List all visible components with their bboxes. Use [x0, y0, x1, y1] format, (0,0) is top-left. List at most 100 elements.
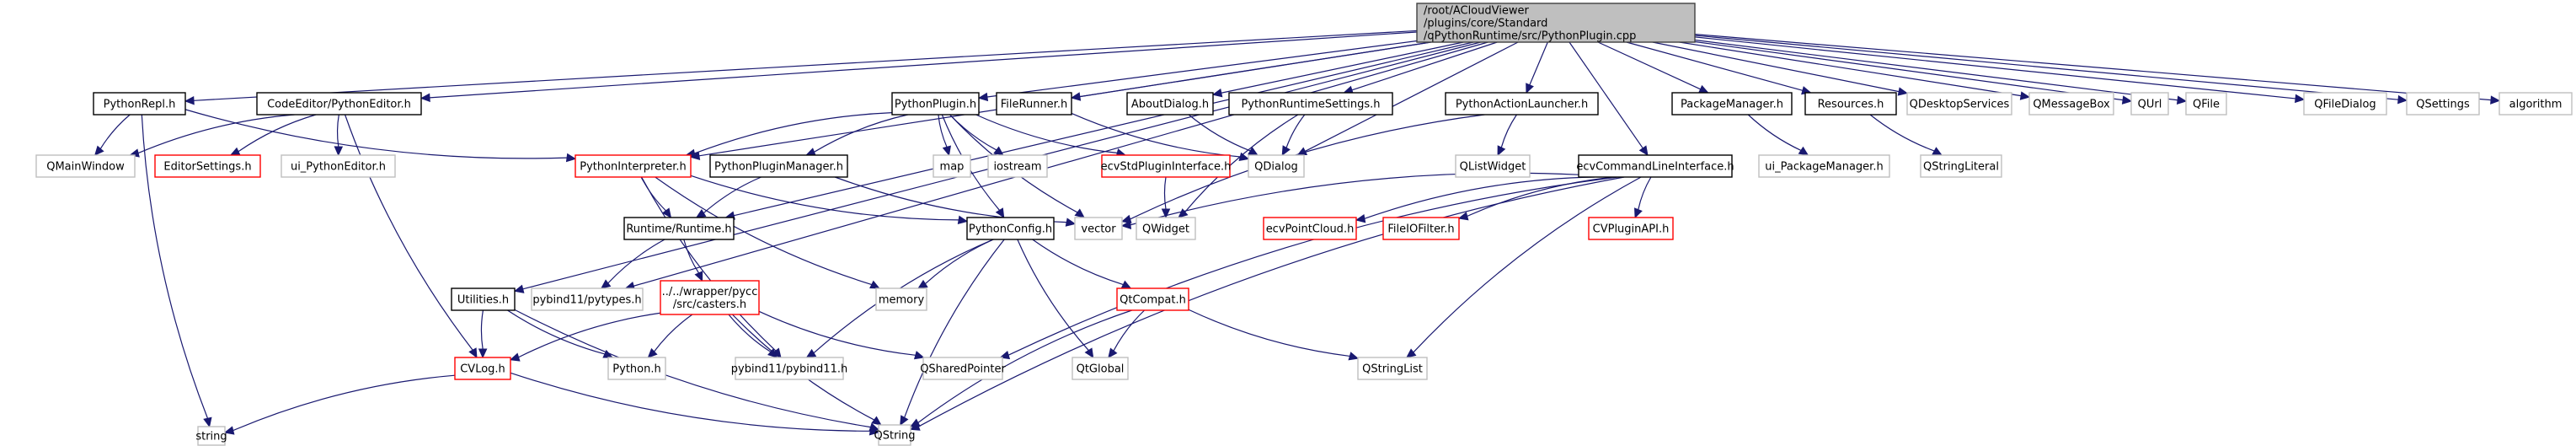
- arrowhead-icon: [2397, 94, 2408, 105]
- edge-casters-to-pybind11: [728, 314, 778, 358]
- edge-line: [1694, 39, 2178, 101]
- node-FileRunner[interactable]: FileRunner.h: [996, 92, 1072, 116]
- arrowhead-icon: [509, 352, 521, 362]
- edge-ecvCommandLineInterface-to-ecvPointCloud: [1355, 176, 1595, 223]
- edge-root-to-PythonRuntimeSettings: [1343, 41, 1498, 94]
- edge-line: [1163, 176, 1167, 210]
- edge-QtCompat-to-QtGlobal: [1108, 309, 1146, 358]
- node-box: [2028, 92, 2114, 116]
- node-AboutDialog[interactable]: AboutDialog.h: [1126, 92, 1214, 116]
- arrowhead-icon: [917, 279, 928, 289]
- node-PackageManager[interactable]: PackageManager.h: [1671, 92, 1793, 116]
- node-EditorSettings[interactable]: EditorSettings.h: [154, 154, 261, 178]
- arrowhead-icon: [1211, 88, 1223, 98]
- node-casters[interactable]: ../../wrapper/pycc/src/casters.h: [660, 280, 760, 315]
- arrowhead-icon: [1526, 83, 1534, 94]
- node-label: QSharedPointer: [920, 363, 1006, 376]
- edge-line: [1351, 41, 1498, 91]
- edge-line: [1747, 114, 1802, 151]
- arrowhead-icon: [869, 280, 880, 289]
- edge-line: [918, 176, 1625, 427]
- node-box: [735, 357, 844, 380]
- edge-line: [904, 239, 1005, 418]
- node-PythonInterpreter[interactable]: PythonInterpreter.h: [575, 154, 692, 178]
- arrowhead-icon: [868, 427, 880, 436]
- arrowhead-icon: [900, 415, 909, 427]
- node-Utilities[interactable]: Utilities.h: [451, 287, 516, 311]
- edge-line: [99, 114, 131, 149]
- edge-line: [232, 374, 456, 432]
- edge-root-to-QDesktopServices: [1652, 41, 1909, 96]
- arrowhead-icon: [334, 146, 344, 157]
- edge-PythonActionLauncher-to-vector: [1120, 114, 1485, 223]
- node-PythonActionLauncher[interactable]: PythonActionLauncher.h: [1445, 92, 1599, 116]
- node-PythonConfig[interactable]: PythonConfig.h: [966, 217, 1055, 240]
- arrowhead-icon: [223, 426, 235, 435]
- node-root[interactable]: /root/ACloudViewer/plugins/core/Standard…: [1416, 3, 1696, 43]
- arrowhead-icon: [2490, 95, 2501, 105]
- node-label: /qPythonRuntime/src/PythonPlugin.cpp: [1424, 30, 1636, 43]
- edge-line: [1652, 41, 1900, 93]
- edge-root-to-ecvCommandLineInterface: [1569, 41, 1649, 157]
- node-label: /src/casters.h: [673, 298, 746, 311]
- node-QString: QString: [874, 424, 916, 446]
- node-PythonEditor[interactable]: CodeEditor/PythonEditor.h: [256, 92, 422, 116]
- arrowhead-icon: [2121, 95, 2133, 105]
- edge-PythonPluginManager-to-RuntimeH: [695, 176, 762, 218]
- node-box: [1126, 92, 1214, 116]
- node-CVPluginAPI[interactable]: CVPluginAPI.h: [1588, 217, 1674, 240]
- arrowhead-icon: [1932, 147, 1943, 156]
- edge-PythonEditor-to-EditorSettings: [229, 114, 317, 156]
- node-Resources[interactable]: Resources.h: [1804, 92, 1897, 116]
- edge-line: [1017, 239, 1089, 351]
- node-PythonRuntimeSettings[interactable]: PythonRuntimeSettings.h: [1228, 92, 1393, 116]
- edge-root-to-QSettings: [1694, 35, 2408, 105]
- node-box: [709, 154, 848, 178]
- node-label: EditorSettings.h: [163, 161, 251, 174]
- node-PythonRepl[interactable]: PythonRepl.h: [93, 92, 186, 116]
- edge-PythonInterpreter-to-PythonConfig: [690, 175, 969, 224]
- edge-line: [703, 176, 762, 214]
- node-box: [1920, 154, 2002, 178]
- node-ecvPointCloud[interactable]: ecvPointCloud.h: [1263, 217, 1357, 240]
- node-box: [1671, 92, 1793, 116]
- node-label: vector: [1081, 223, 1116, 236]
- edge-line: [975, 114, 1118, 153]
- edge-line: [1694, 40, 2124, 101]
- node-PythonH: Python.h: [607, 357, 666, 380]
- edge-root-to-algorithm: [1694, 34, 2501, 105]
- edge-ecvCommandLineInterface-to-QStringList: [1405, 176, 1642, 358]
- node-QSharedPointer: QSharedPointer: [920, 357, 1006, 380]
- node-box: [1116, 287, 1189, 311]
- edge-line: [1869, 114, 1935, 152]
- edge-line: [734, 41, 1474, 217]
- arrowhead-icon: [1281, 145, 1291, 157]
- node-PythonPluginH[interactable]: PythonPlugin.h: [891, 92, 980, 116]
- node-PythonPluginManager[interactable]: PythonPluginManager.h: [709, 154, 848, 178]
- edge-root-to-PythonEditor: [420, 31, 1418, 103]
- edge-line: [1413, 176, 1642, 353]
- node-QDialog: QDialog: [1248, 154, 1305, 178]
- node-label: QtGlobal: [1077, 363, 1125, 376]
- node-ecvCommandLineInterface[interactable]: ecvCommandLineInterface.h: [1576, 154, 1734, 178]
- arrowhead-icon: [600, 279, 612, 289]
- edge-line: [917, 309, 1132, 423]
- edge-root-to-PythonPluginH: [977, 40, 1418, 102]
- node-label: QDialog: [1254, 161, 1298, 174]
- node-QSettings: QSettings: [2406, 92, 2480, 116]
- node-label: ui_PackageManager.h: [1765, 161, 1883, 174]
- edge-PythonActionLauncher-to-QListWidget: [1497, 114, 1517, 157]
- arrowhead-icon: [661, 207, 672, 218]
- node-box: [1758, 154, 1890, 178]
- node-FileIOFilter[interactable]: FileIOFilter.h: [1382, 217, 1460, 240]
- node-RuntimeH[interactable]: Runtime/Runtime.h: [623, 217, 735, 240]
- node-CVLog[interactable]: CVLog.h: [454, 357, 511, 380]
- edge-line: [137, 114, 295, 154]
- node-QtCompat[interactable]: QtCompat.h: [1116, 287, 1189, 311]
- node-label: QString: [874, 430, 915, 443]
- edge-PythonEditor-to-ui_PythonEditor: [334, 114, 344, 157]
- node-box: [660, 280, 760, 315]
- node-label: /plugins/core/Standard: [1424, 18, 1547, 30]
- node-ecvStdPluginInterface[interactable]: ecvStdPluginInterface.h: [1101, 154, 1232, 178]
- edge-line: [654, 314, 693, 352]
